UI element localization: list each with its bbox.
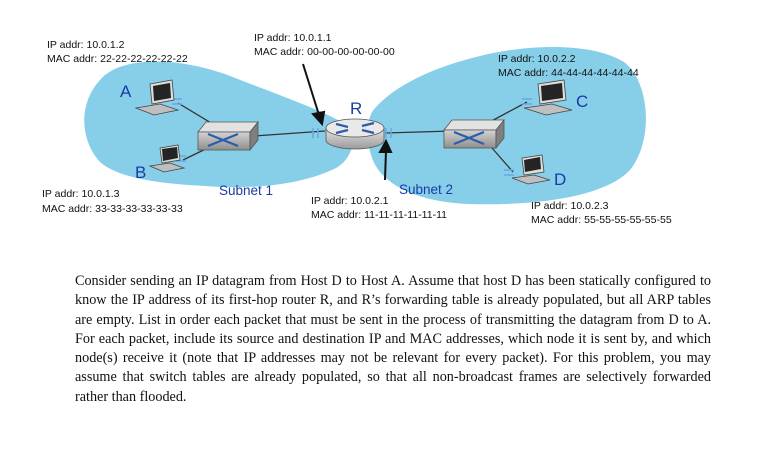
question-text: Consider sending an IP datagram from Hos… <box>75 273 711 405</box>
subnet2-region <box>367 46 646 205</box>
router-if1-mac: MAC addr: 00-00-00-00-00-00 <box>254 46 395 58</box>
host-a-label: A <box>120 82 132 101</box>
host-a-laptop-icon <box>134 79 180 116</box>
host-b-mac: MAC addr: 33-33-33-33-33-33 <box>42 203 183 215</box>
subnet2-label: Subnet 2 <box>399 182 453 197</box>
host-c-ip: IP addr: 10.0.2.2 <box>498 53 576 65</box>
host-b-ip: IP addr: 10.0.1.3 <box>42 188 120 200</box>
network-diagram: A B C D R Subnet 1 Subnet 2 IP addr: 10.… <box>42 32 672 226</box>
router-label: R <box>350 99 362 118</box>
host-b-label: B <box>135 163 146 182</box>
host-a-ip: IP addr: 10.0.1.2 <box>47 39 125 51</box>
subnet1-label: Subnet 1 <box>219 183 273 198</box>
host-c-mac: MAC addr: 44-44-44-44-44-44 <box>498 67 639 79</box>
host-d-label: D <box>554 170 566 189</box>
router-if2-mac: MAC addr: 11-11-11-11-11-11 <box>311 209 447 221</box>
host-c-laptop-icon <box>523 79 573 116</box>
router-if2-ip: IP addr: 10.0.2.1 <box>311 195 389 207</box>
switch2-icon <box>443 118 505 150</box>
host-d-laptop-icon <box>511 154 551 185</box>
switch1-icon <box>197 120 259 152</box>
host-d-mac: MAC addr: 55-55-55-55-55-55 <box>531 214 672 226</box>
router-icon <box>325 118 385 150</box>
host-c-label: C <box>576 92 588 111</box>
host-b-laptop-icon <box>148 144 186 173</box>
router-if1-ip: IP addr: 10.0.1.1 <box>254 32 332 44</box>
host-d-ip: IP addr: 10.0.2.3 <box>531 200 609 212</box>
host-a-mac: MAC addr: 22-22-22-22-22-22 <box>47 53 188 65</box>
link-router-switch2 <box>384 130 453 134</box>
